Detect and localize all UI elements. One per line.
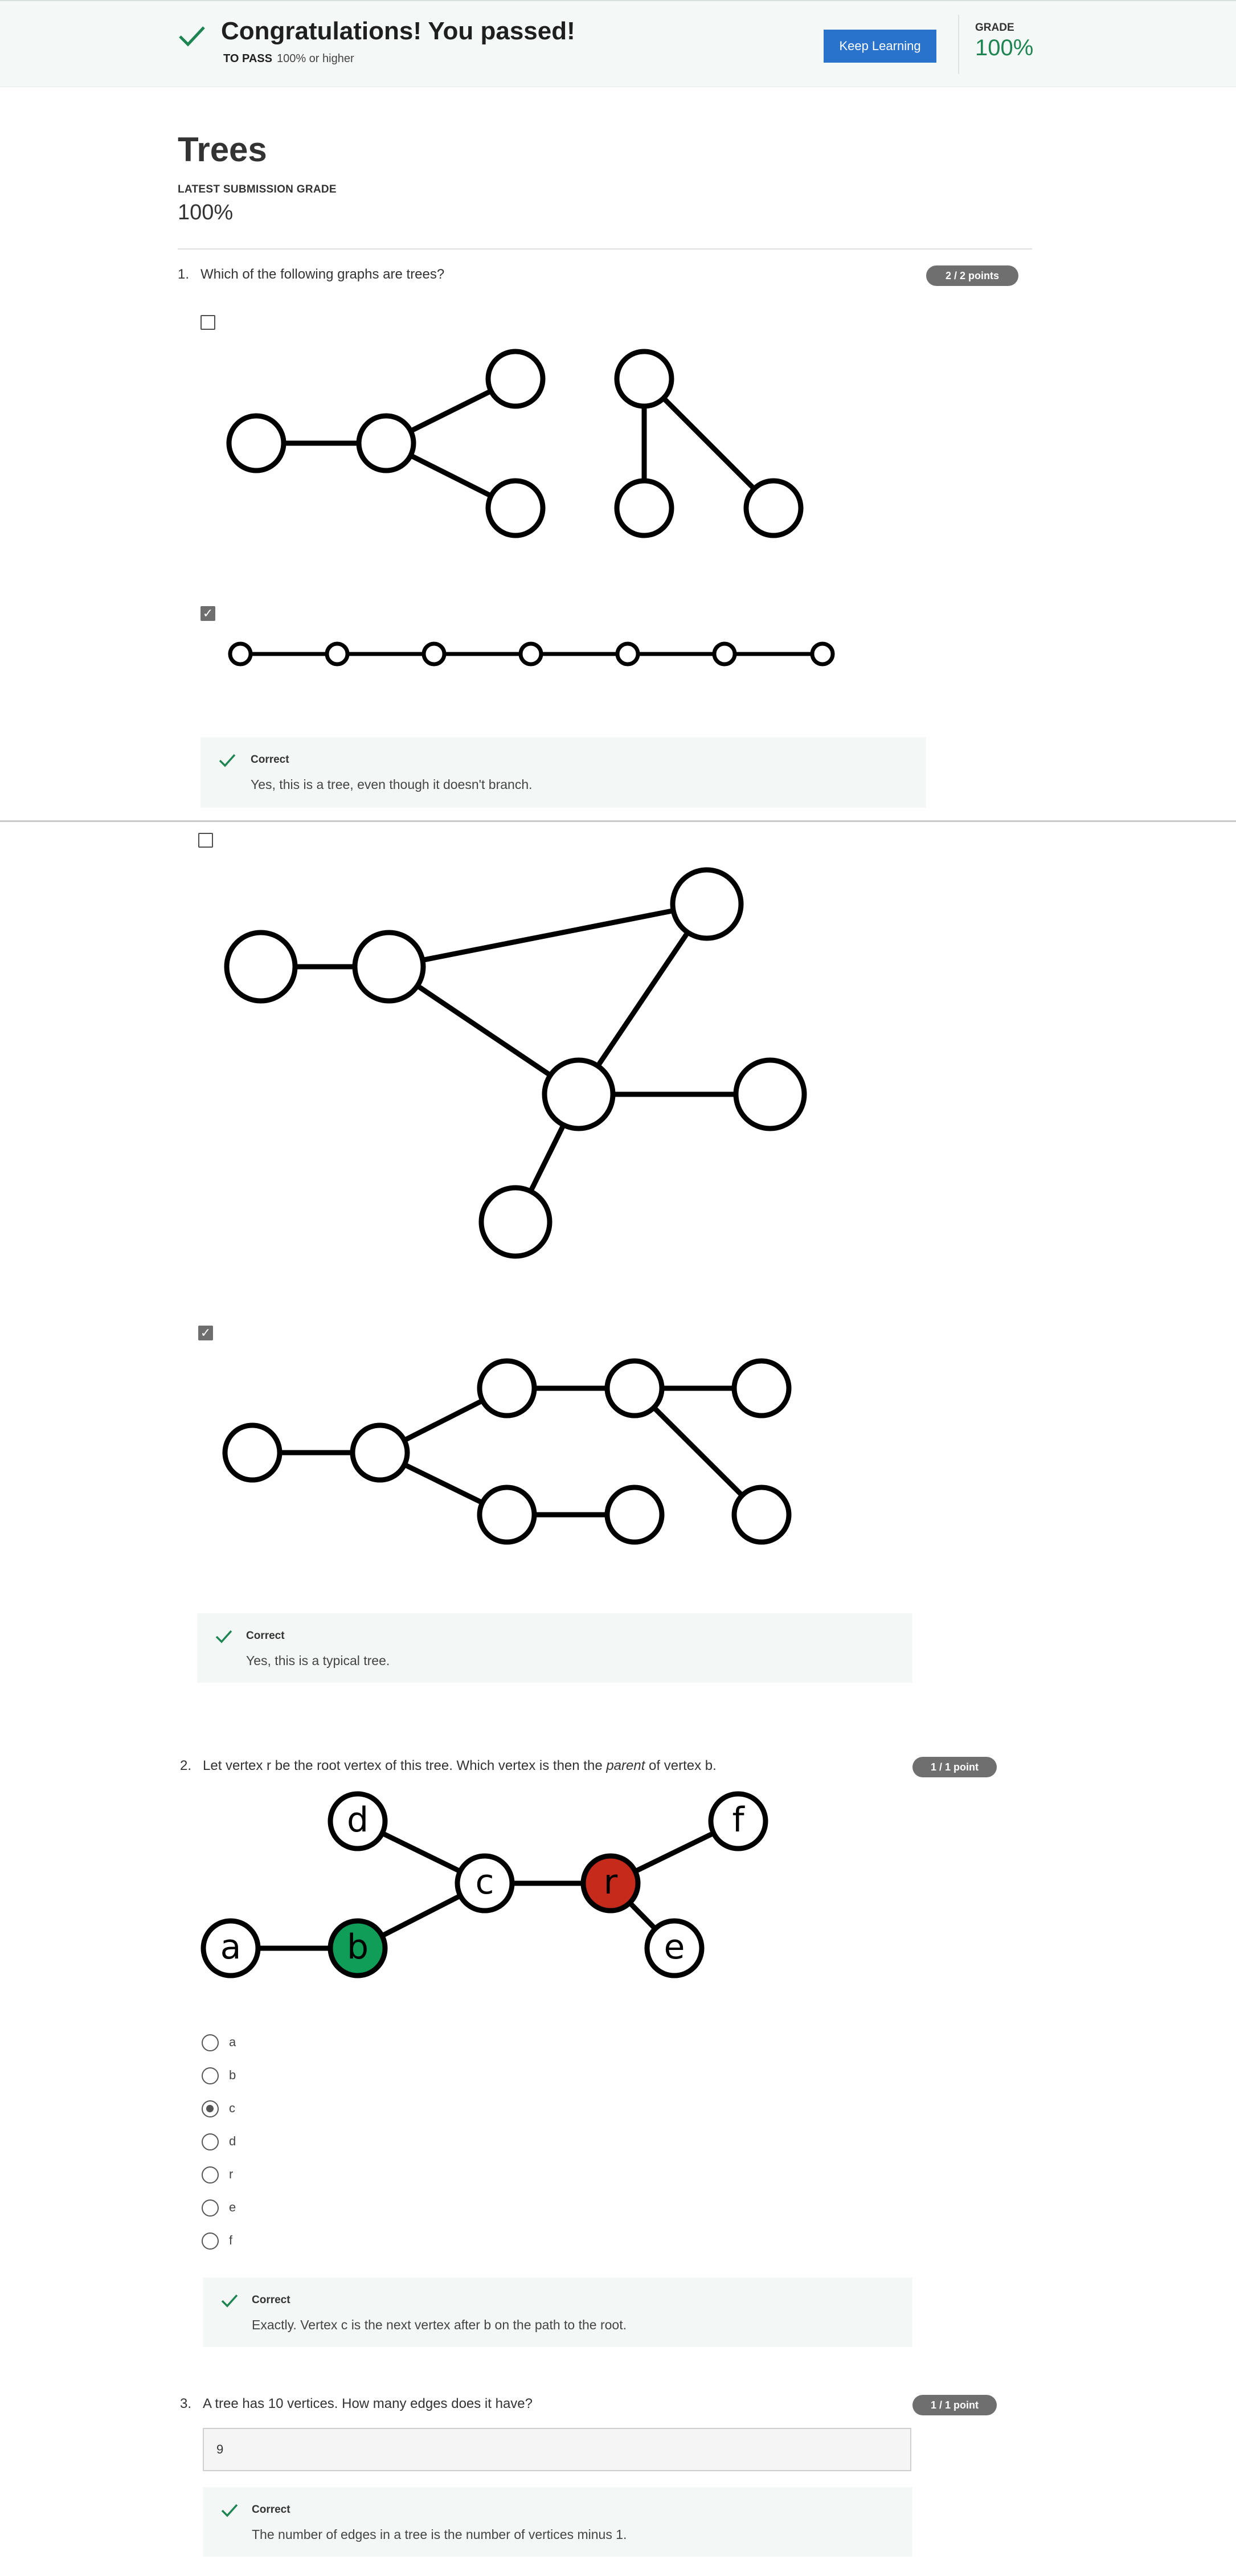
radio-option-a[interactable] <box>202 2034 219 2051</box>
page-title: Trees <box>178 130 267 169</box>
graph-option-c <box>224 867 807 1259</box>
points-badge: 1 / 1 point <box>912 1757 997 1777</box>
vertex-b <box>328 1918 388 1978</box>
vertex-c <box>455 1853 515 1913</box>
radio-label: c <box>229 2101 235 2115</box>
divider <box>178 248 1032 250</box>
vertex-label-b: b <box>347 1927 369 1967</box>
pass-banner <box>0 0 1236 87</box>
feedback-title: Correct <box>252 2294 290 2306</box>
radio-label: b <box>229 2068 236 2082</box>
check-icon <box>215 1630 232 1643</box>
page-divider <box>0 820 1236 822</box>
check-icon <box>221 2294 238 2308</box>
radio-label: f <box>229 2233 233 2247</box>
feedback-box <box>200 737 926 808</box>
radio-option-r[interactable] <box>202 2166 219 2184</box>
vertex-d <box>328 1791 388 1851</box>
to-pass-value: 100% or higher <box>276 52 354 65</box>
check-icon <box>221 2504 238 2517</box>
feedback-title: Correct <box>246 1630 285 1642</box>
check-icon <box>179 26 205 47</box>
vertex-f <box>708 1791 768 1851</box>
checkbox-icon[interactable] <box>198 833 213 848</box>
graph-option-d <box>222 1358 792 1545</box>
grade-label: GRADE <box>975 22 1014 34</box>
graph-option-b <box>228 641 835 667</box>
question-number: 2. <box>180 1758 192 1773</box>
radio-option-f[interactable] <box>202 2232 219 2250</box>
feedback-box <box>203 2487 912 2557</box>
question-text: A tree has 10 vertices. How many edges d… <box>203 2396 533 2411</box>
feedback-text: Exactly. Vertex c is the next vertex aft… <box>252 2317 627 2332</box>
radio-label: a <box>229 2035 236 2049</box>
vertex-label-r: r <box>604 1862 618 1902</box>
feedback-box <box>197 1613 912 1683</box>
radio-option-e[interactable] <box>202 2199 219 2217</box>
pass-title: Congratulations! You passed! <box>221 17 575 45</box>
vertex-r <box>580 1853 641 1913</box>
feedback-title: Correct <box>252 2504 290 2516</box>
question-text: Which of the following graphs are trees? <box>200 267 445 282</box>
radio-label: d <box>229 2134 236 2148</box>
points-badge: 2 / 2 points <box>926 265 1018 286</box>
question-number: 1. <box>178 267 190 282</box>
to-pass-info: TO PASS 100% or higher <box>223 52 354 66</box>
radio-option-d[interactable] <box>202 2133 219 2150</box>
feedback-title: Correct <box>251 754 289 766</box>
vertex-e <box>644 1918 705 1978</box>
vertex-label-c: c <box>476 1862 494 1902</box>
banner-divider <box>958 15 959 74</box>
vertex-label-e: e <box>664 1927 685 1967</box>
latest-grade-value: 100% <box>178 201 234 224</box>
keep-learning-button[interactable]: Keep Learning <box>824 30 936 63</box>
radio-option-b[interactable] <box>202 2067 219 2084</box>
checkbox-icon[interactable] <box>200 315 215 330</box>
checkbox-icon[interactable]: ✓ <box>200 606 215 621</box>
radio-label: r <box>229 2167 234 2181</box>
radio-label: e <box>229 2200 236 2214</box>
latest-grade-label: LATEST SUBMISSION GRADE <box>178 183 337 195</box>
feedback-text: The number of edges in a tree is the num… <box>252 2527 627 2542</box>
check-icon <box>219 754 236 767</box>
to-pass-label: TO PASS <box>223 52 272 65</box>
graph-option-a <box>226 349 804 538</box>
question-text: Let vertex r be the root vertex of this … <box>203 1758 717 1773</box>
feedback-box <box>203 2277 912 2347</box>
vertex-a <box>200 1918 261 1978</box>
answer-input[interactable] <box>203 2428 911 2471</box>
feedback-text: Yes, this is a tree, even though it does… <box>251 777 533 792</box>
vertex-label-f: f <box>732 1800 745 1840</box>
points-badge: 1 / 1 point <box>912 2395 997 2415</box>
vertex-label-a: a <box>220 1927 242 1967</box>
grade-value: 100% <box>975 35 1034 60</box>
rooted-tree-graph: a b c d r e f <box>200 1791 768 1978</box>
vertex-label-d: d <box>347 1800 369 1840</box>
checkbox-icon[interactable]: ✓ <box>198 1326 213 1340</box>
radio-option-c[interactable] <box>202 2100 219 2117</box>
question-number: 3. <box>180 2396 192 2411</box>
feedback-text: Yes, this is a typical tree. <box>246 1653 390 1668</box>
